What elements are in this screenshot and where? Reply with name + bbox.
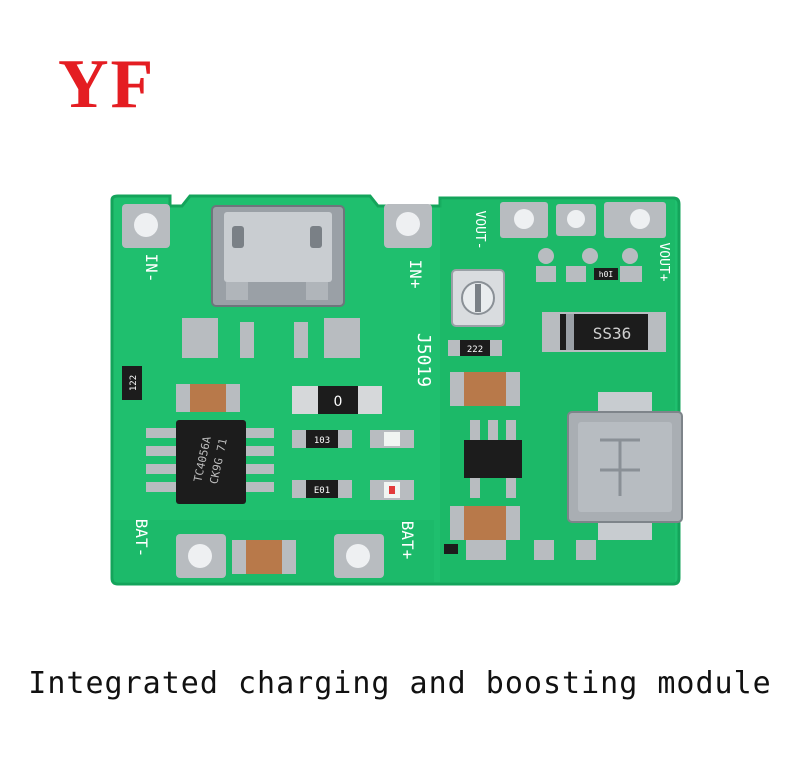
diode-ss36: SS36 — [542, 312, 666, 352]
resistor-e01-label: E01 — [314, 486, 330, 496]
inductor — [567, 392, 683, 540]
label-in-plus: IN+ — [406, 260, 425, 289]
resistor-222: 222 — [448, 340, 502, 356]
resistor-103: 103 — [292, 430, 352, 448]
capacitor-2 — [232, 540, 296, 574]
label-in-minus: IN- — [142, 254, 161, 283]
pad-in-minus — [122, 204, 170, 248]
label-model: J5019 — [413, 333, 434, 387]
capacitor-4 — [450, 506, 520, 540]
small-smd-part: 0 — [292, 386, 382, 414]
pad-in-plus — [384, 204, 432, 248]
pad-bat-plus — [334, 534, 384, 578]
vout-resistor: h0I — [594, 268, 618, 280]
pad-vout-mid — [556, 204, 596, 236]
micro-usb-port — [211, 205, 345, 307]
small-part-label: 0 — [334, 394, 343, 410]
resistor-122-label: 122 — [129, 375, 139, 391]
label-vout-plus: VOUT+ — [656, 242, 671, 281]
resistor-122: 122 — [122, 366, 142, 400]
pad-bat-minus — [176, 534, 226, 578]
vout-resistor-label: h0I — [599, 270, 614, 279]
diode-label: SS36 — [593, 324, 632, 343]
pad-vout-plus — [604, 202, 666, 238]
brand-logo: YF — [58, 46, 156, 123]
label-bat-plus: BAT+ — [398, 521, 417, 560]
boost-ic — [464, 420, 522, 498]
capacitor-3 — [450, 372, 520, 406]
resistor-e01: E01 — [292, 480, 352, 498]
capacitor-1 — [176, 384, 240, 412]
led-1 — [370, 430, 414, 448]
led-2 — [370, 480, 414, 500]
product-caption: Integrated charging and boosting module — [28, 666, 772, 701]
charger-ic: TC4056A CK9G 71 — [146, 420, 274, 504]
label-bat-minus: BAT- — [132, 519, 151, 558]
pad-vout-minus — [500, 202, 548, 238]
resistor-222-label: 222 — [467, 345, 483, 355]
trim-potentiometer — [451, 269, 505, 327]
resistor-103-label: 103 — [314, 436, 330, 446]
label-vout-minus: VOUT- — [472, 210, 487, 249]
